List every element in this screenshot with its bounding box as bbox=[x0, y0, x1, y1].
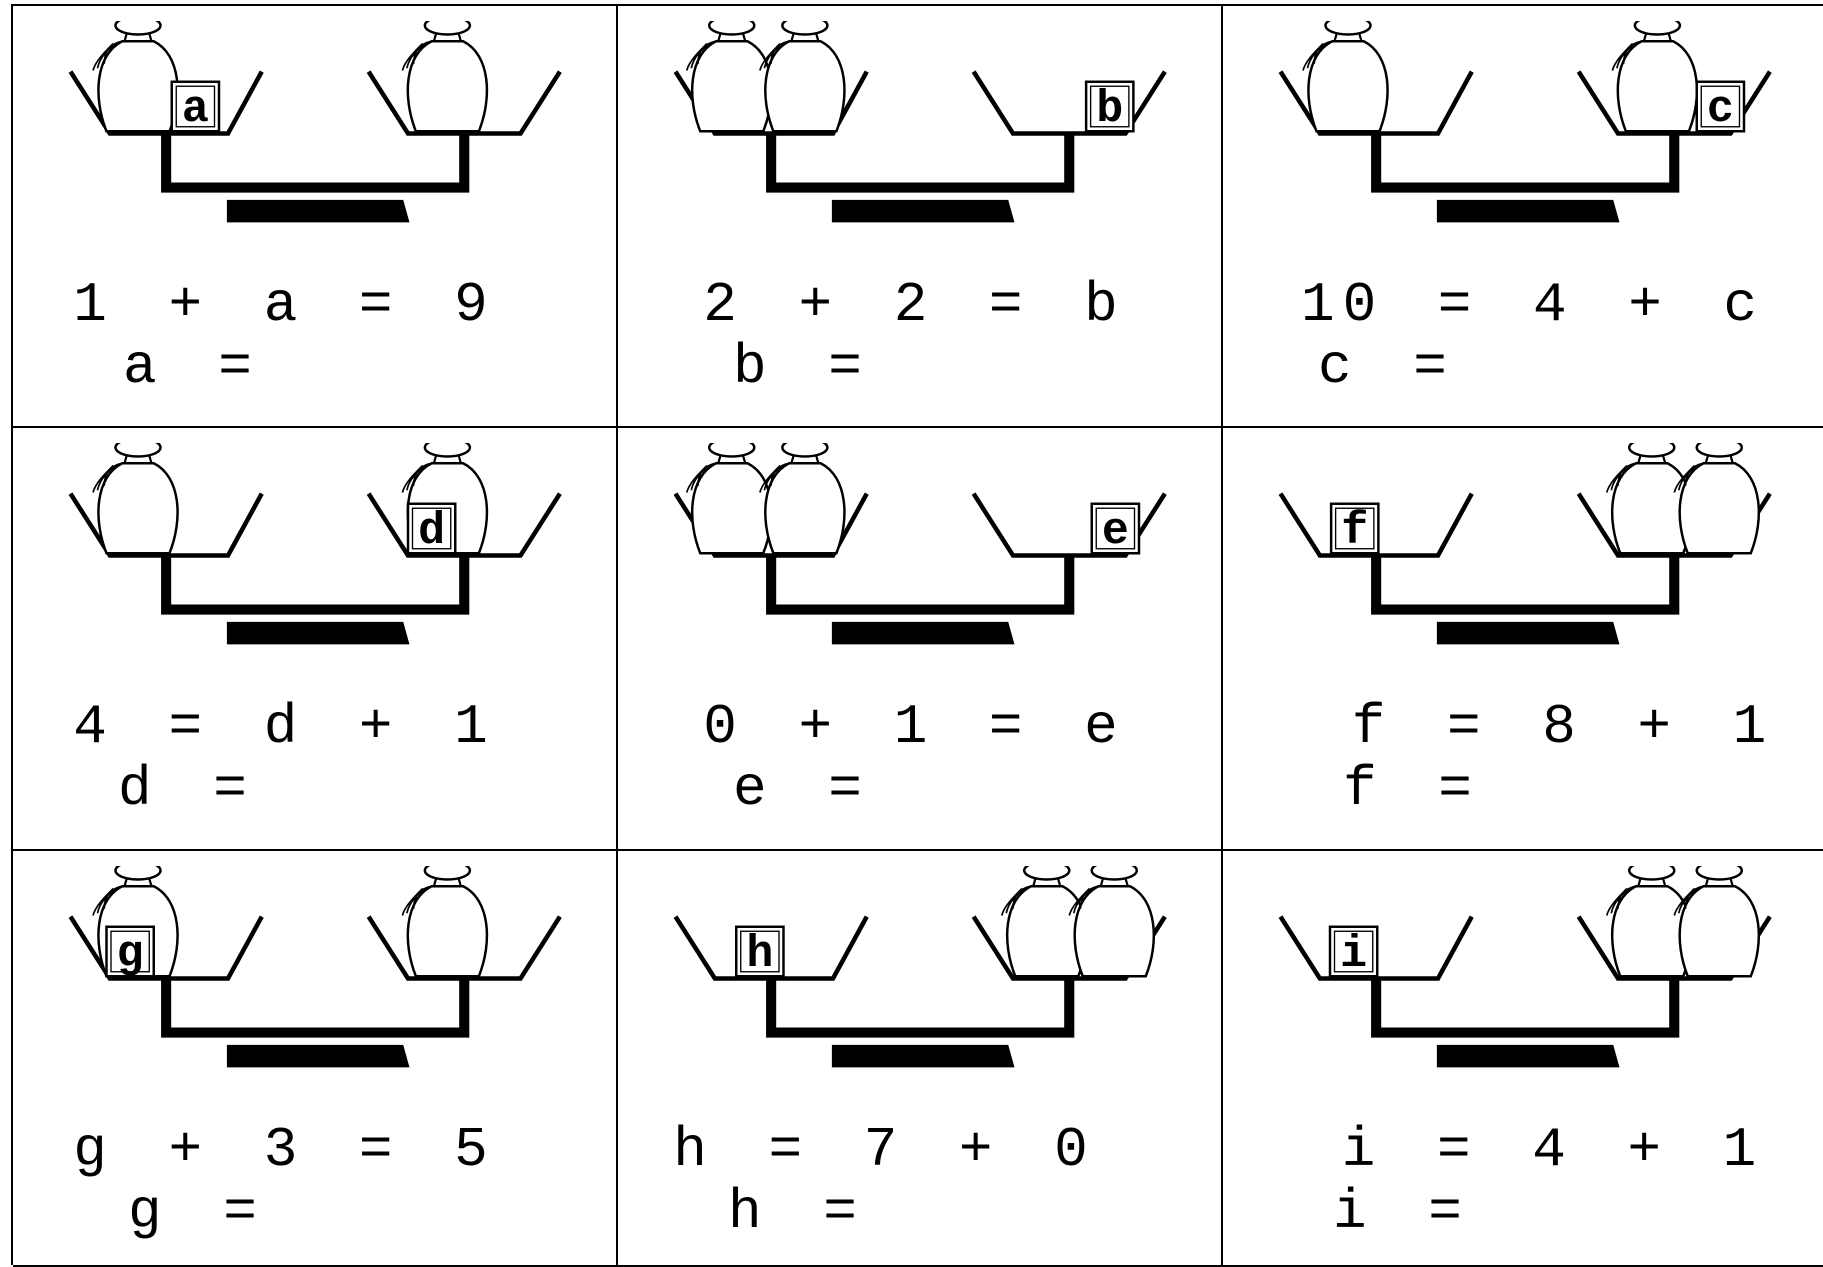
balance-scale: i bbox=[1281, 866, 1770, 1066]
balance-scale-figure: c bbox=[1253, 21, 1803, 246]
equation-text: 2 + 2 = b bbox=[618, 274, 1216, 336]
answer-prompt: h = bbox=[728, 1181, 1223, 1243]
sack-icon bbox=[93, 443, 178, 553]
variable-box: d bbox=[408, 504, 455, 557]
svg-text:a: a bbox=[182, 84, 209, 135]
svg-text:i: i bbox=[1340, 929, 1367, 980]
balance-scale: h bbox=[676, 866, 1165, 1066]
svg-text:c: c bbox=[1707, 84, 1734, 135]
balance-scale: e bbox=[676, 443, 1165, 643]
right-pan bbox=[974, 72, 1165, 134]
variable-box: i bbox=[1330, 927, 1377, 980]
sack-icon bbox=[760, 21, 845, 131]
balance-scale-figure: a bbox=[43, 21, 593, 246]
balance-scale: g bbox=[71, 866, 560, 1066]
answer-prompt: g = bbox=[128, 1181, 618, 1243]
equation-text: g + 3 = 5 bbox=[13, 1119, 586, 1181]
balance-scale-figure: e bbox=[648, 443, 1198, 668]
answer-prompt: e = bbox=[733, 758, 1223, 820]
sack-icon bbox=[1674, 443, 1759, 553]
answer-prompt: f = bbox=[1343, 758, 1823, 820]
sack-icon bbox=[1674, 866, 1759, 976]
equation-text: 10 = 4 + c bbox=[1233, 274, 1823, 336]
svg-text:g: g bbox=[117, 929, 144, 980]
answer-prompt: a = bbox=[123, 336, 618, 398]
balance-scale: a bbox=[71, 21, 560, 221]
svg-text:h: h bbox=[746, 929, 773, 980]
balance-scale: b bbox=[676, 21, 1165, 221]
equation-text: h = 7 + 0 bbox=[618, 1119, 1186, 1181]
equation-text: i = 4 + 1 bbox=[1253, 1119, 1823, 1181]
sack-icon bbox=[687, 443, 772, 553]
balance-scale: f bbox=[1281, 443, 1770, 643]
balance-scale-figure: d bbox=[43, 443, 593, 668]
svg-text:d: d bbox=[418, 506, 445, 557]
svg-text:e: e bbox=[1102, 506, 1129, 557]
balance-scale-figure: h bbox=[648, 866, 1198, 1091]
balance-scale: d bbox=[71, 443, 560, 643]
sack-icon bbox=[1607, 443, 1692, 553]
balance-scale-figure: b bbox=[648, 21, 1198, 246]
sack-icon bbox=[1303, 21, 1388, 131]
equation-text: f = 8 + 1 bbox=[1263, 696, 1823, 758]
variable-box: h bbox=[736, 927, 783, 980]
sack-icon bbox=[1069, 866, 1154, 976]
sack-icon bbox=[1002, 866, 1087, 976]
balance-scale-figure: i bbox=[1253, 866, 1803, 1091]
equation-text: 1 + a = 9 bbox=[13, 274, 586, 336]
variable-box: a bbox=[172, 82, 219, 135]
variable-box: f bbox=[1331, 504, 1378, 557]
sack-icon bbox=[402, 21, 487, 131]
sack-icon bbox=[687, 21, 772, 131]
sack-icon bbox=[402, 866, 487, 976]
balance-scale-figure: f bbox=[1253, 443, 1803, 668]
variable-box: b bbox=[1086, 82, 1133, 135]
sack-icon bbox=[760, 443, 845, 553]
answer-prompt: d = bbox=[118, 758, 618, 820]
equation-text: 0 + 1 = e bbox=[618, 696, 1216, 758]
svg-text:f: f bbox=[1341, 506, 1368, 557]
variable-box: c bbox=[1697, 82, 1744, 135]
answer-prompt: i = bbox=[1333, 1181, 1823, 1243]
variable-box: g bbox=[107, 927, 154, 980]
balance-scale: c bbox=[1281, 21, 1770, 221]
sack-icon bbox=[1607, 866, 1692, 976]
sack-icon bbox=[1612, 21, 1697, 131]
answer-prompt: c = bbox=[1318, 336, 1823, 398]
balance-scale-figure: g bbox=[43, 866, 593, 1091]
answer-prompt: b = bbox=[733, 336, 1223, 398]
svg-text:b: b bbox=[1096, 84, 1123, 135]
sack-icon bbox=[93, 21, 178, 131]
equation-text: 4 = d + 1 bbox=[13, 696, 586, 758]
variable-box: e bbox=[1092, 504, 1139, 557]
